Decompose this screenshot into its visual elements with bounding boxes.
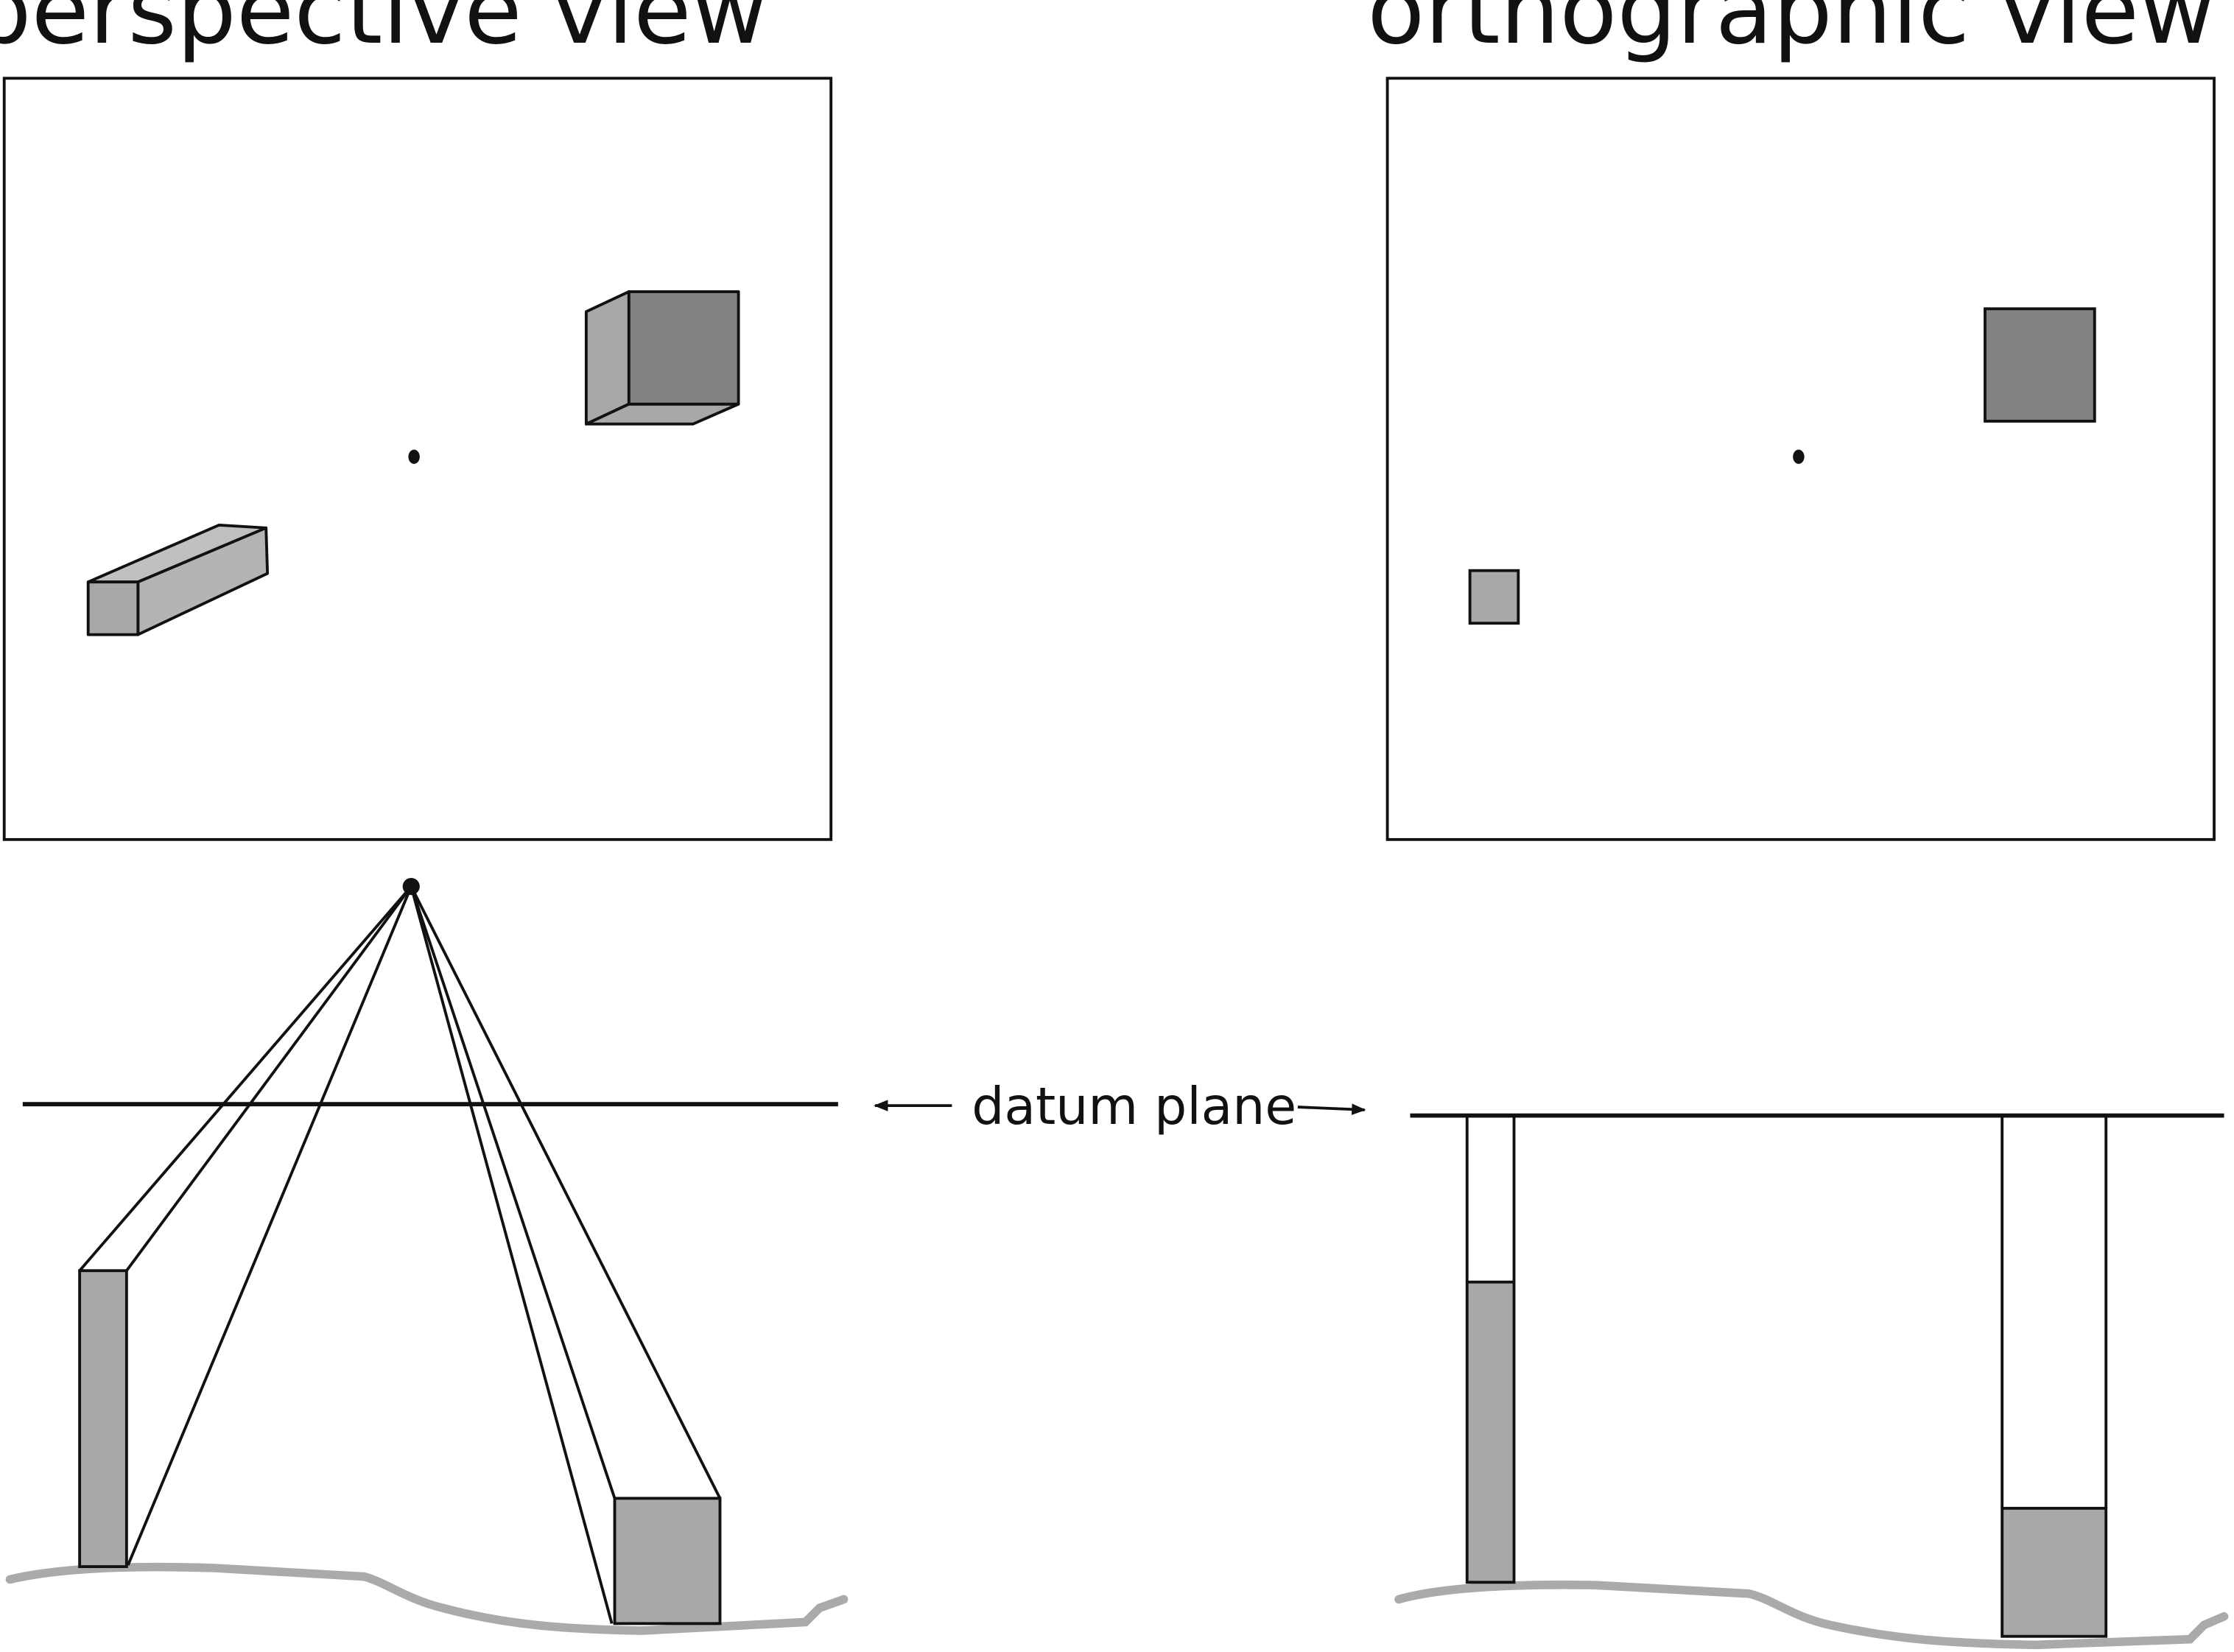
orthographic-view-panel bbox=[1385, 77, 2216, 841]
tall-box-side-face bbox=[584, 290, 630, 426]
perspective-view-panel bbox=[2, 77, 833, 841]
perspective-short-building bbox=[78, 1269, 128, 1569]
perspective-projection-centre bbox=[402, 878, 420, 896]
perspective-side-view bbox=[5, 878, 849, 1635]
perspective-projection-rays bbox=[78, 885, 722, 1624]
orthographic-short-building bbox=[1465, 1280, 1516, 1584]
orthographic-ground-line bbox=[1394, 1581, 2229, 1650]
datum-right-arrow bbox=[1297, 1103, 1366, 1115]
perspective-tall-building bbox=[613, 1497, 722, 1625]
perspective-tall-box bbox=[584, 290, 740, 426]
orthographic-projection-columns bbox=[1465, 1115, 2108, 1508]
tall-box-top-face bbox=[627, 290, 740, 406]
perspective-short-box bbox=[86, 523, 270, 636]
orthographic-tall-building bbox=[2001, 1506, 2108, 1638]
ray-tall-building-top-left bbox=[410, 885, 617, 1499]
perspective-frame bbox=[2, 77, 833, 841]
ray-short-building-top-right bbox=[125, 885, 412, 1272]
ray-short-building-base bbox=[127, 885, 413, 1566]
orthographic-side-view bbox=[1394, 1113, 2229, 1650]
perspective-center-point bbox=[408, 449, 420, 464]
ray-tall-building-base bbox=[410, 886, 614, 1624]
perspective-title: perspective view bbox=[0, 0, 768, 66]
orthographic-short-box-top bbox=[1468, 569, 1520, 625]
orthographic-frame bbox=[1385, 77, 2216, 841]
perspective-ground-line bbox=[5, 1562, 849, 1635]
ray-short-building-top-left bbox=[78, 885, 412, 1272]
orthographic-center-point bbox=[1793, 449, 1805, 464]
ray-tall-building-top-right bbox=[410, 885, 722, 1500]
datum-plane-label: datum plane bbox=[972, 1077, 1296, 1136]
orthographic-title: orthographic view bbox=[1367, 0, 2216, 66]
short-box-top-face bbox=[86, 580, 140, 636]
orthographic-tall-box-top bbox=[1984, 307, 2096, 423]
datum-plane-annotation: datum plane bbox=[874, 1077, 1366, 1136]
